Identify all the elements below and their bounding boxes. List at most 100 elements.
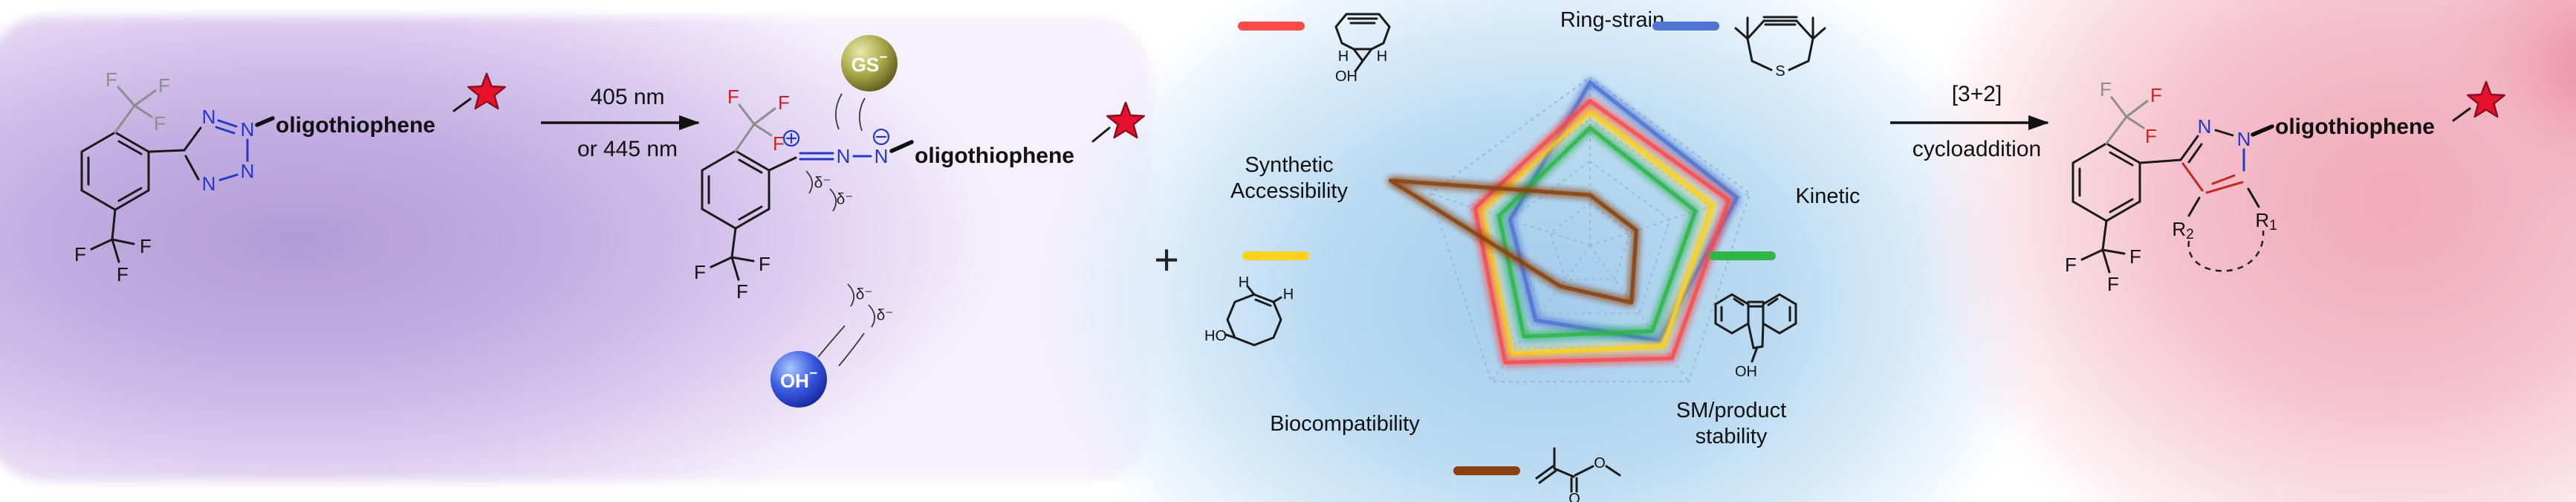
benzene-ring: [2071, 142, 2141, 222]
oligothiophene-bond: [2251, 124, 2274, 137]
fluorine-label: F: [778, 91, 790, 114]
fluorine-label: F: [2145, 125, 2157, 147]
nitrogen-label: N: [241, 118, 255, 141]
axis-label-biocompatibility: Biocompatibility: [1270, 412, 1420, 436]
svg-text:R1: R1: [2255, 209, 2277, 234]
fluorine-label: F: [2129, 245, 2141, 268]
axis-label-synthetic-accessibility: Synthetic Accessibility: [1189, 152, 1389, 205]
nitrile-imine-intermediate: GS− OH− F F F F F F: [694, 35, 1145, 408]
hydroxide-sphere: OH−: [770, 351, 827, 408]
fluorine-label: F: [773, 132, 785, 155]
fluorine-label: F: [727, 86, 739, 108]
benzene-ring: [701, 149, 770, 230]
minus-charge-icon: [872, 128, 890, 146]
oxygen-label: O: [1594, 455, 1606, 472]
nitrogen-label: N: [837, 145, 851, 167]
radar-grid-ring: [1429, 76, 1751, 382]
hydroxyl-label: OH: [1735, 364, 1757, 380]
axis-label-line: stability: [1695, 425, 1768, 448]
star-linker-bond: [1091, 126, 1111, 143]
cf3-group-bottom: F F F: [2065, 219, 2141, 295]
fluorophore-star-icon: [2467, 80, 2505, 118]
axis-label-line: Synthetic: [1245, 153, 1334, 177]
pyrazole-product-molecule: F F F F F F N N R2: [2065, 78, 2505, 295]
nitrogen-label: N: [2198, 115, 2212, 138]
benzene-ring: [80, 131, 150, 211]
cf3-group-bottom: F F F: [74, 208, 152, 286]
plus-sign: +: [1154, 236, 1179, 284]
fluorine-label: F: [2100, 78, 2112, 100]
r1-substituent: R1: [2247, 187, 2277, 234]
fluorine-label: F: [2107, 273, 2119, 295]
cf3-group-top: F F F: [2100, 78, 2162, 147]
cf3-group-top: F F F: [727, 86, 790, 155]
fluorine-label: F: [694, 261, 706, 283]
svg-text:GS−: GS−: [851, 50, 888, 77]
reactant-tetrazole-molecule: F F F F F F N N N N oligothiophene: [74, 68, 506, 286]
legend-key-yellow: [1242, 251, 1309, 260]
r2-substituent: R2: [2172, 196, 2201, 242]
cf3-group-top: F F F: [106, 68, 170, 135]
hydrogen-label: H: [1283, 286, 1294, 303]
purple-panel-background: [0, 16, 1152, 481]
radar-series-methyl-acrylate-brown: [1388, 178, 1638, 305]
bcn-structure-icon: H H OH: [1334, 13, 1391, 85]
hydrogen-label: H: [1377, 48, 1387, 65]
hydrogen-label: H: [1338, 48, 1349, 65]
cycloaddition-arrow-bottom-label: cycloaddition: [1912, 137, 2042, 161]
methyl-acrylate-structure-icon: O O: [1535, 447, 1621, 502]
axis-label-kinetic: Kinetic: [1795, 184, 1860, 208]
nitrogen-label: N: [241, 160, 255, 182]
delta-minus-label: δ⁻: [814, 175, 831, 192]
plus-charge-icon: [782, 129, 800, 147]
cycloaddition-arrow-top-label: [3+2]: [1951, 82, 2002, 106]
hydroxyl-label: HO: [1204, 328, 1227, 344]
radar-series-bicyclononyne-red: [1473, 99, 1731, 364]
fluorophore-star-icon: [1106, 101, 1145, 139]
legend-key-brown: [1453, 466, 1520, 475]
oxygen-label: O: [1568, 491, 1580, 502]
legend-key-red: [1238, 22, 1305, 30]
radar-series-trans-cyclooctene-yellow: [1479, 109, 1715, 356]
fluorine-label: F: [154, 112, 166, 135]
fluorine-label: F: [106, 68, 117, 91]
pink-corner-accent: [2407, 0, 2576, 231]
fluorophore-star-icon: [467, 72, 506, 110]
radar-series: [1388, 80, 1739, 364]
sulfur-label: S: [1775, 63, 1785, 80]
star-linker-bond: [2452, 107, 2471, 122]
fluorine-label: F: [117, 263, 129, 286]
photo-arrow-alt-wavelength-label: or 445 nm: [577, 137, 678, 161]
nitrile-imine-chain: N N: [768, 128, 890, 172]
axis-label-ring-strain: Ring-strain: [1560, 8, 1665, 32]
radar-series-dibenzocyclooctyne-green: [1497, 126, 1698, 338]
delta-minus-label: δ⁻: [856, 286, 873, 303]
glutathione-sphere: GS−: [841, 35, 898, 91]
fluorine-label: F: [74, 243, 86, 266]
photo-arrow-wavelength-label: 405 nm: [590, 85, 665, 109]
fluorine-label: F: [759, 253, 770, 275]
fluorine-label: F: [140, 235, 152, 257]
star-linker-bond: [452, 97, 472, 112]
radar-grid-spoke: [1589, 193, 1751, 246]
svg-text:OH−: OH−: [780, 366, 817, 393]
nitrogen-label: N: [875, 145, 889, 167]
axis-label-line: Accessibility: [1230, 179, 1348, 203]
delta-minus-label: δ⁻: [837, 191, 854, 208]
legend-key-blue: [1652, 22, 1719, 30]
radar-grid-spoke: [1490, 245, 1591, 382]
oligothiophene-label: oligothiophene: [915, 144, 1074, 168]
nitrogen-label: N: [202, 106, 216, 128]
fluorine-label: F: [158, 74, 170, 97]
radar-chart: [1388, 76, 1751, 382]
axis-label-line: SM/product: [1675, 399, 1787, 422]
fluorine-label: F: [736, 280, 748, 303]
trans-cyclooctene-structure-icon: H H HO: [1204, 274, 1294, 347]
fluorine-label: F: [2065, 254, 2077, 276]
nitrogen-label: N: [202, 173, 216, 195]
hydroxyl-label: OH: [1335, 68, 1357, 85]
fluorine-label: F: [2150, 84, 2162, 106]
legend-key-green: [1709, 251, 1776, 260]
oligothiophene-bond: [255, 116, 275, 127]
